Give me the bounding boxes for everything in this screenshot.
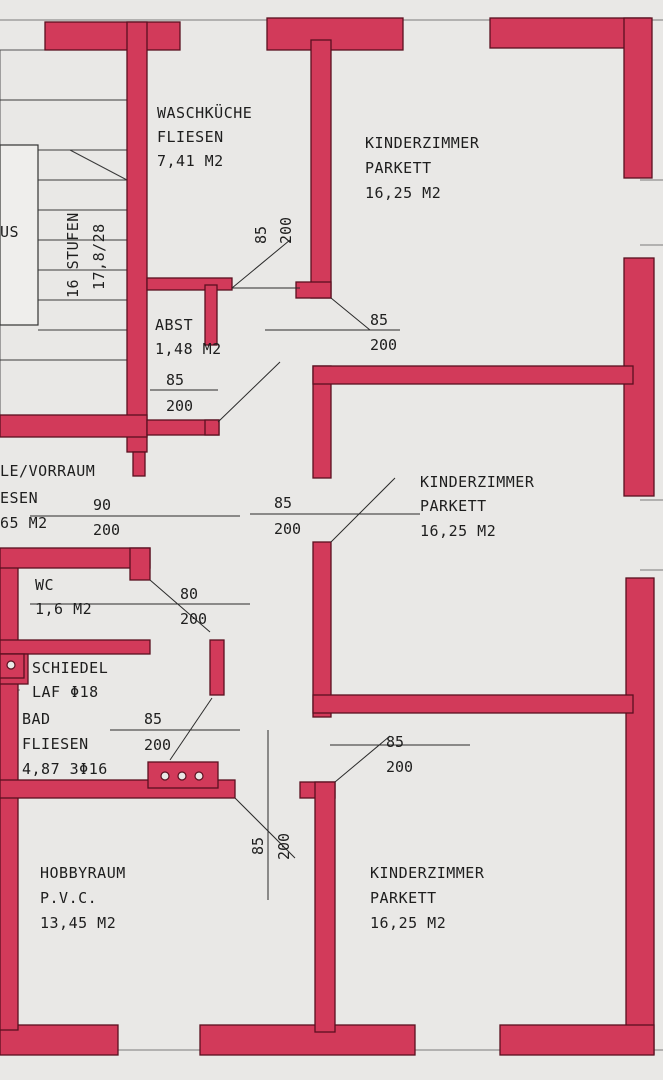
room-floor: PARKETT bbox=[370, 889, 437, 907]
room-kinderzimmer-1: KINDERZIMMER PARKETT 16,25 M2 bbox=[365, 134, 480, 202]
door-height: 200 bbox=[274, 520, 301, 538]
room-floor: FLIESEN bbox=[157, 128, 224, 146]
room-floor: P.V.C. bbox=[40, 889, 97, 907]
room-floor: ESEN bbox=[0, 489, 38, 507]
room-wc: WC 1,6 M2 bbox=[35, 576, 92, 618]
room-area: 16,25 M2 bbox=[420, 522, 496, 540]
room-kinderzimmer-3: KINDERZIMMER PARKETT 16,25 M2 bbox=[370, 864, 485, 932]
door-height: 200 bbox=[180, 610, 207, 628]
room-name: KINDERZIMMER bbox=[420, 473, 535, 491]
door-height: 200 bbox=[370, 336, 397, 354]
stair-labels: US 16 STUFEN 17,8/28 bbox=[0, 212, 108, 298]
door-height: 200 bbox=[93, 521, 120, 539]
door-width: 85 bbox=[386, 733, 404, 751]
room-name: BAD bbox=[22, 710, 51, 728]
stair-ratio: 17,8/28 bbox=[90, 223, 108, 290]
room-area: 13,45 M2 bbox=[40, 914, 116, 932]
chimney bbox=[0, 653, 219, 789]
door-width: 85 bbox=[144, 710, 162, 728]
door-swings bbox=[30, 239, 470, 900]
door-height: 200 bbox=[166, 397, 193, 415]
room-area: 1,6 M2 bbox=[35, 600, 92, 618]
room-area: 65 M2 bbox=[0, 514, 48, 532]
door-height: 200 bbox=[275, 833, 293, 860]
door-width: 85 bbox=[274, 494, 292, 512]
room-name: KINDERZIMMER bbox=[365, 134, 480, 152]
door-width: 85 bbox=[166, 371, 184, 389]
door-height: 200 bbox=[144, 736, 171, 754]
room-floor: PARKETT bbox=[365, 159, 432, 177]
stair-room-label: US bbox=[0, 223, 19, 241]
room-waschkueche: WASCHKÜCHE FLIESEN 7,41 M2 bbox=[157, 103, 252, 170]
room-name: LE/VORRAUM bbox=[0, 462, 95, 480]
room-area: 7,41 M2 bbox=[157, 152, 224, 170]
room-floor: PARKETT bbox=[420, 497, 487, 515]
door-width: 85 bbox=[370, 311, 388, 329]
stair-steps: 16 STUFEN bbox=[64, 212, 82, 298]
room-abstellraum: ABST 1,48 M2 bbox=[155, 316, 222, 358]
door-width: 80 bbox=[180, 585, 198, 603]
room-bad: SCHIEDEL LAF Φ18 BAD FLIESEN 4,87 3Φ16 bbox=[22, 659, 108, 778]
room-area: 1,48 M2 bbox=[155, 340, 222, 358]
room-area: 16,25 M2 bbox=[365, 184, 441, 202]
door-dimensions: 85 200 85 200 85 200 90 200 85 200 80 20… bbox=[93, 217, 413, 860]
chimney-spec: LAF Φ18 bbox=[32, 683, 99, 701]
room-diele: LE/VORRAUM ESEN 65 M2 bbox=[0, 462, 95, 532]
door-width: 85 bbox=[252, 226, 270, 244]
room-name: ABST bbox=[155, 316, 193, 334]
room-name: HOBBYRAUM bbox=[40, 864, 126, 882]
staircase bbox=[0, 49, 128, 416]
room-kinderzimmer-2: KINDERZIMMER PARKETT 16,25 M2 bbox=[420, 473, 535, 540]
chimney-label: SCHIEDEL bbox=[32, 659, 108, 677]
door-height: 200 bbox=[277, 217, 295, 244]
room-name: WASCHKÜCHE bbox=[157, 103, 252, 122]
room-hobbyraum: HOBBYRAUM P.V.C. 13,45 M2 bbox=[40, 864, 126, 932]
room-area: 16,25 M2 bbox=[370, 914, 446, 932]
door-width: 85 bbox=[249, 837, 267, 855]
room-area: 4,87 3Φ16 bbox=[22, 760, 108, 778]
door-width: 90 bbox=[93, 496, 111, 514]
walls bbox=[0, 17, 655, 1056]
door-height: 200 bbox=[386, 758, 413, 776]
room-name: KINDERZIMMER bbox=[370, 864, 485, 882]
room-name: WC bbox=[35, 576, 54, 594]
room-floor: FLIESEN bbox=[22, 735, 89, 753]
